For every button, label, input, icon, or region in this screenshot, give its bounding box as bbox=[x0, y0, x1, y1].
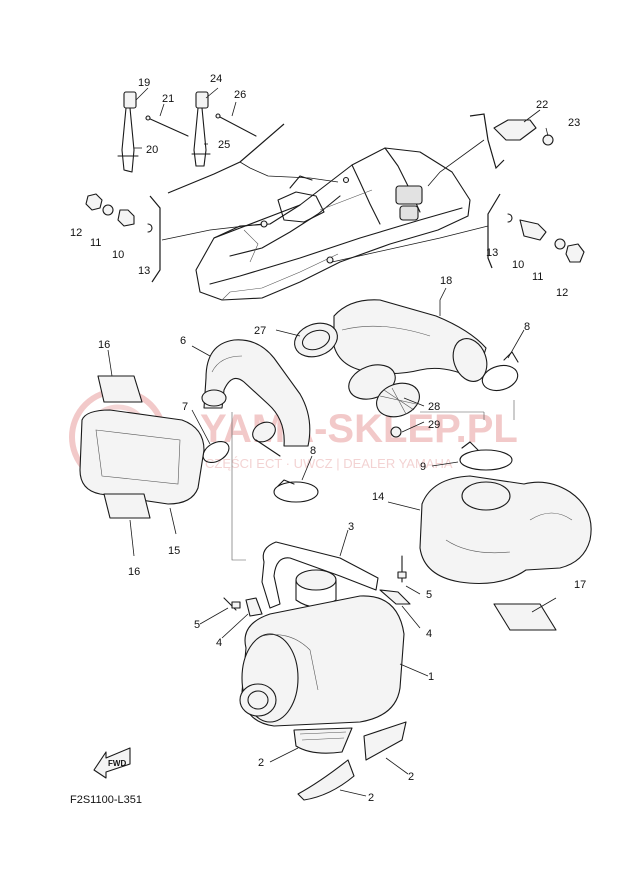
hose-clamp-left bbox=[202, 440, 230, 464]
exhaust-pipe-upper bbox=[333, 299, 488, 382]
pad-2-bottom bbox=[297, 759, 355, 801]
callout-2c: 2 bbox=[368, 792, 374, 804]
mounting-band bbox=[261, 541, 379, 609]
gasket-disc bbox=[348, 364, 420, 418]
callout-24: 24 bbox=[210, 73, 222, 85]
frame-right bbox=[487, 193, 501, 269]
callout-11b: 11 bbox=[532, 271, 543, 283]
callout-16b: 16 bbox=[128, 566, 140, 578]
callout-23: 23 bbox=[568, 117, 580, 129]
callout-3: 3 bbox=[348, 521, 354, 533]
hose-clamp-9 bbox=[459, 441, 513, 471]
callout-6: 6 bbox=[180, 335, 186, 347]
callout-14: 14 bbox=[372, 491, 384, 503]
nut bbox=[390, 426, 402, 438]
callout-13a: 13 bbox=[138, 265, 150, 277]
fwd-label: FWD bbox=[108, 759, 126, 768]
callout-26: 26 bbox=[234, 89, 246, 101]
watermark-subtext: CZĘŚCI ECT · UWCZ | DEALER YAMAHA bbox=[205, 456, 453, 471]
callout-12b: 12 bbox=[556, 287, 568, 299]
callout-10a: 10 bbox=[112, 249, 124, 261]
bracket-small-left bbox=[245, 597, 263, 617]
callout-17: 17 bbox=[574, 579, 586, 591]
bracket-and-nut bbox=[493, 119, 554, 146]
muffler-box bbox=[79, 409, 205, 505]
leader-lines bbox=[107, 87, 557, 797]
hose-coupler bbox=[252, 421, 281, 457]
frame-upper-left bbox=[167, 123, 285, 194]
ring-flange bbox=[294, 322, 338, 358]
fwd-arrow-icon: FWD bbox=[93, 747, 131, 779]
grommet-set-left bbox=[85, 193, 153, 233]
callout-21: 21 bbox=[162, 93, 174, 105]
pad-2-left bbox=[293, 727, 353, 754]
callout-9: 9 bbox=[420, 461, 426, 473]
hose-clamp-8-left bbox=[273, 479, 319, 503]
callout-16a: 16 bbox=[98, 339, 110, 351]
callout-8b: 8 bbox=[524, 321, 530, 333]
callout-25: 25 bbox=[218, 139, 230, 151]
callout-29: 29 bbox=[428, 419, 440, 431]
frame-upper-right bbox=[469, 113, 505, 170]
callout-20: 20 bbox=[146, 144, 158, 156]
callout-10b: 10 bbox=[512, 259, 524, 271]
grommet-set-right bbox=[507, 213, 585, 263]
watermark: YAMA-SKLEP.PL CZĘŚCI ECT · UWCZ | DEALER… bbox=[69, 388, 518, 486]
callout-22: 22 bbox=[536, 99, 548, 111]
pad-2-right bbox=[363, 721, 407, 761]
callout-5b: 5 bbox=[194, 619, 200, 631]
pad-16-lower bbox=[103, 493, 151, 519]
stud-bolt-left bbox=[223, 597, 241, 611]
callout-numbers: 1 2 2 2 3 4 4 5 5 6 7 8 8 9 10 10 11 11 … bbox=[70, 73, 586, 804]
callout-28: 28 bbox=[428, 401, 440, 413]
bracket-small-right bbox=[379, 589, 411, 605]
callout-4a: 4 bbox=[426, 628, 432, 640]
stud-bolt-right bbox=[397, 555, 407, 583]
exhaust-elbow bbox=[201, 339, 311, 447]
callout-2a: 2 bbox=[258, 757, 264, 769]
callout-2b: 2 bbox=[408, 771, 414, 783]
water-lock-chamber bbox=[419, 475, 592, 585]
watercraft-hull bbox=[195, 147, 471, 301]
callout-12a: 12 bbox=[70, 227, 82, 239]
pad-16-upper bbox=[97, 375, 143, 403]
callout-4b: 4 bbox=[216, 637, 222, 649]
pad-right bbox=[493, 603, 557, 631]
watermark-text: YAMA-SKLEP.PL bbox=[200, 407, 518, 451]
callout-7: 7 bbox=[182, 401, 188, 413]
frame-left bbox=[149, 195, 161, 283]
callout-27: 27 bbox=[254, 325, 266, 337]
callout-19: 19 bbox=[138, 77, 150, 89]
main-muffler bbox=[239, 595, 405, 727]
callout-1: 1 bbox=[428, 671, 434, 683]
callout-8a: 8 bbox=[310, 445, 316, 457]
callout-18: 18 bbox=[440, 275, 452, 287]
hose-clamp-8-right bbox=[481, 351, 519, 392]
callout-15: 15 bbox=[168, 545, 180, 557]
callout-13b: 13 bbox=[486, 247, 498, 259]
callout-11a: 11 bbox=[90, 237, 101, 249]
diagram-code: F2S1100-L351 bbox=[70, 794, 142, 806]
callout-5a: 5 bbox=[426, 589, 432, 601]
